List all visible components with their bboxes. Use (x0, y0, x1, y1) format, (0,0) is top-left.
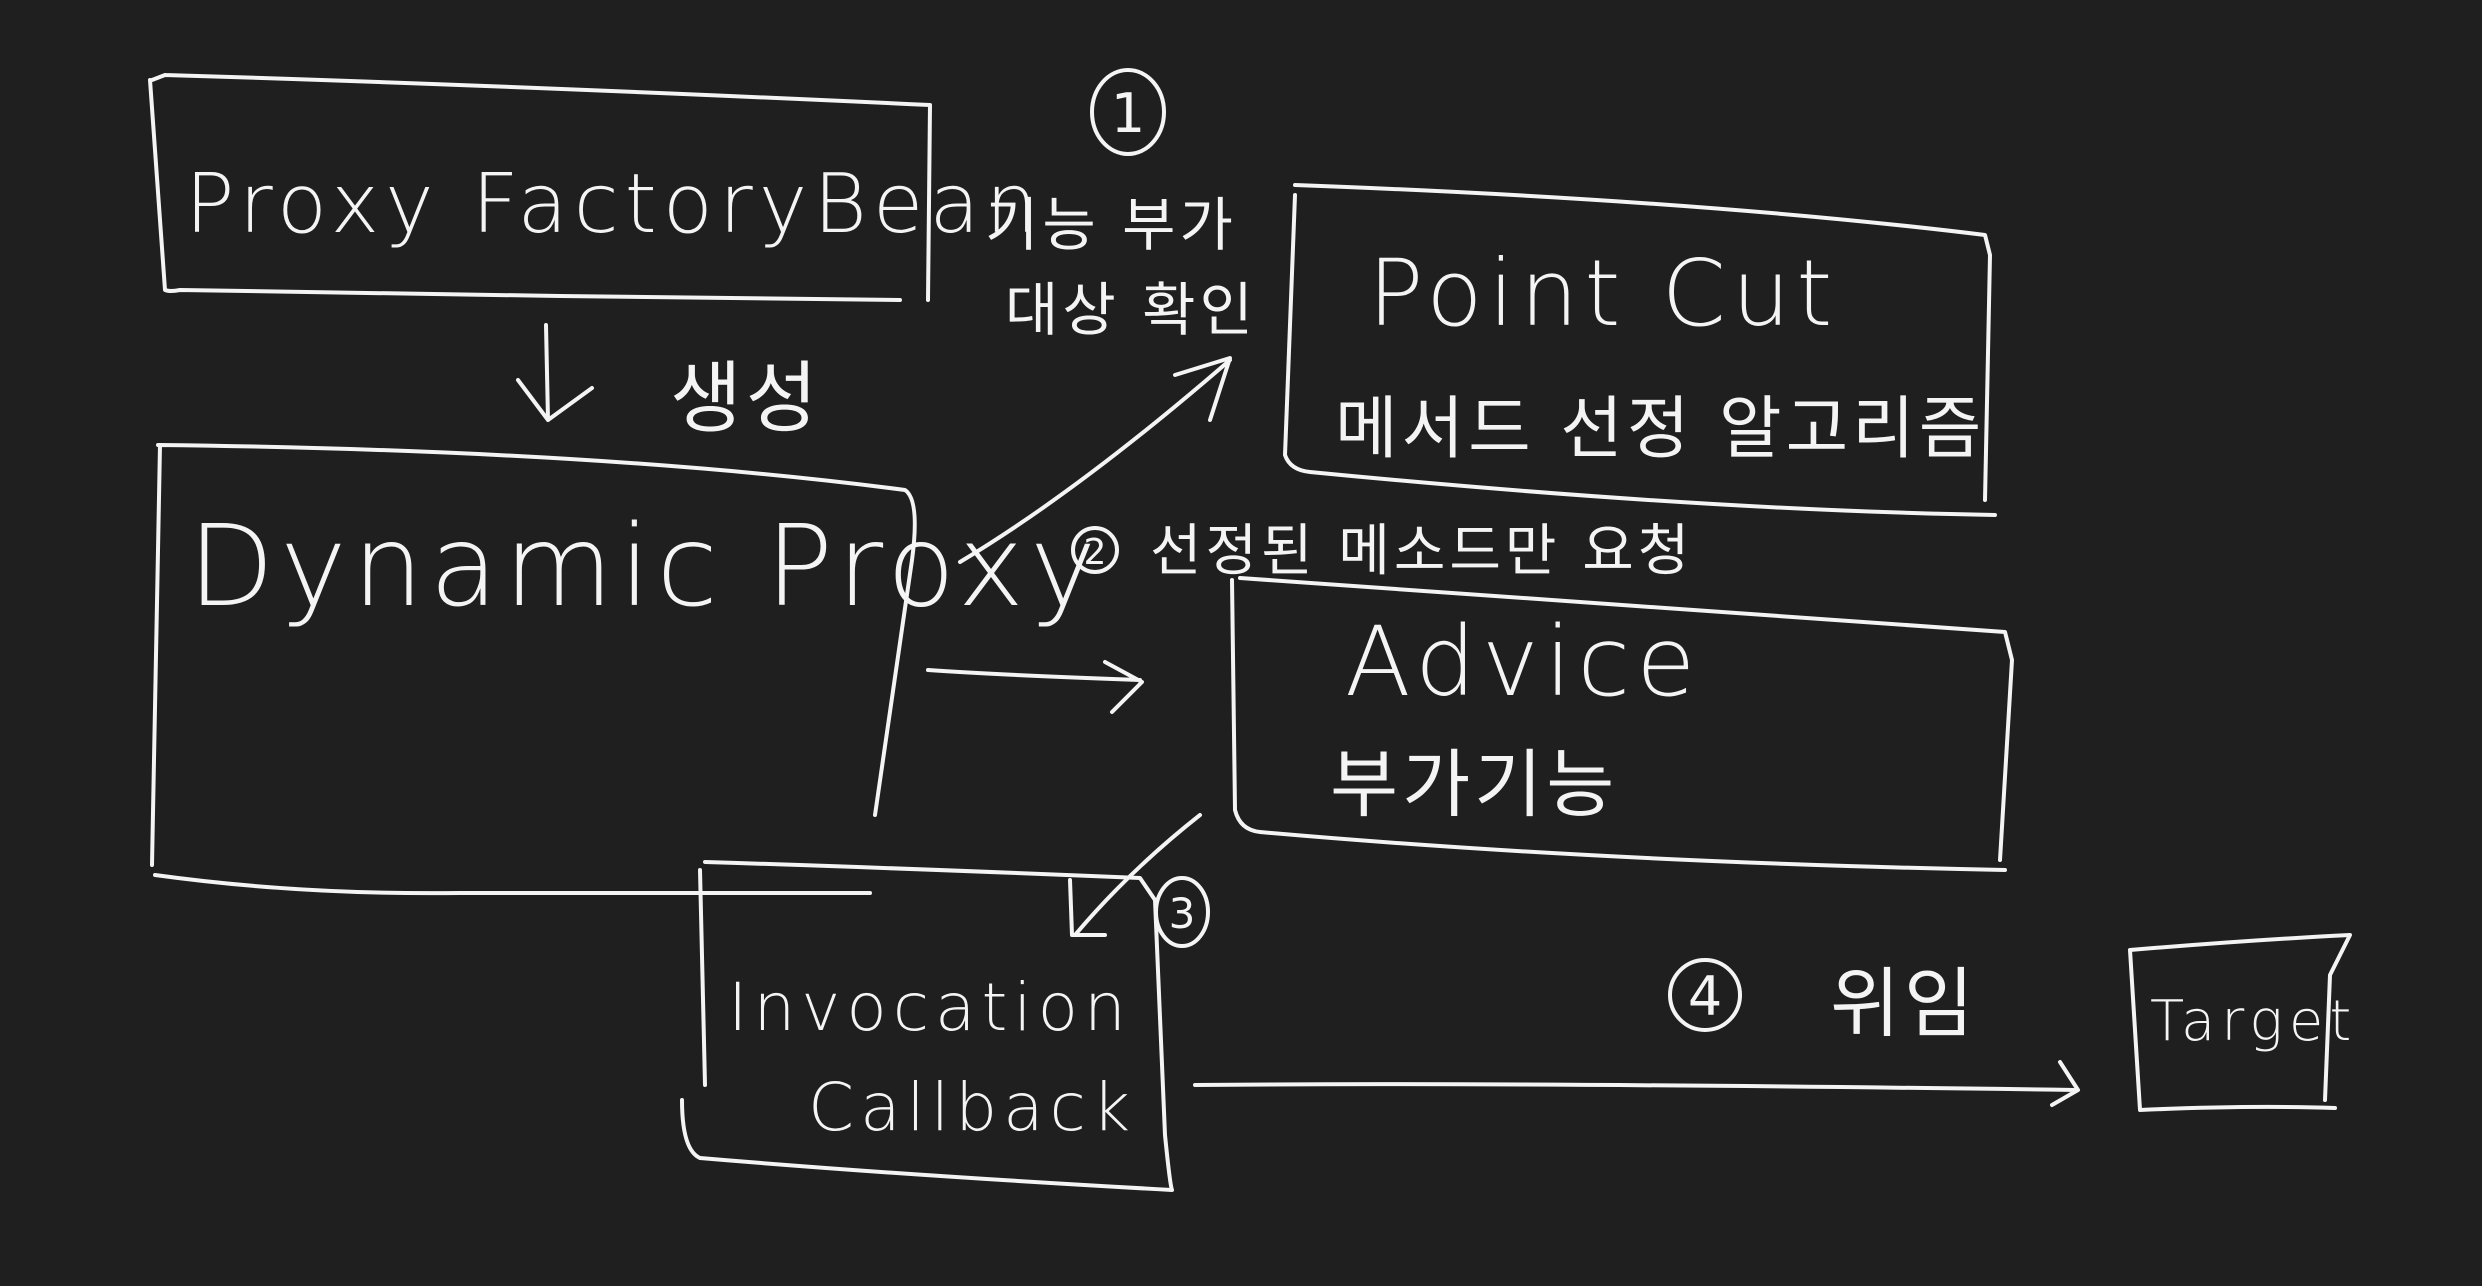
step4-number-circle (1668, 958, 1742, 1032)
step3-arrow (1068, 813, 1202, 937)
dynamic-proxy-node: Dynamic Proxy (150, 443, 1102, 896)
create-arrow (516, 323, 594, 422)
step2-number: 2 (1084, 532, 1107, 573)
invocation-callback-node: Invocation Callback (680, 860, 1174, 1192)
step4-label: 위임 (1830, 959, 1978, 1048)
create-edge: 생성 (516, 323, 822, 444)
step2-arrow (926, 660, 1144, 714)
point-cut-title: Point Cut (1368, 240, 1838, 347)
step4-edge: 4 위임 (1193, 958, 2080, 1107)
target-node: Target (2128, 933, 2357, 1112)
step1-label-line1: 기능 부가 (985, 191, 1237, 259)
target-box (2128, 933, 2352, 1112)
step2-number-circle (1071, 526, 1119, 574)
step1-arrow (958, 356, 1232, 564)
step3-edge: 3 (1068, 813, 1210, 948)
step1-label-line2: 대상 확인 (1005, 276, 1257, 344)
step1-edge: 1 기능 부가 대상 확인 (958, 68, 1257, 564)
target-label: Target (2150, 989, 2357, 1054)
invocation-callback-line2: Callback (808, 1069, 1136, 1146)
step1-number: 1 (1111, 82, 1145, 145)
proxy-factory-bean-node: Proxy FactoryBean (148, 73, 1044, 302)
advice-node: Advice 부가기능 (1230, 576, 2014, 872)
step3-number: 3 (1169, 889, 1196, 938)
point-cut-node: Point Cut 메서드 선정 알고리즘 (1283, 183, 1997, 517)
invocation-callback-box (680, 860, 1174, 1192)
step2-edge: 2 선정된 메소드만 요청 (926, 519, 1693, 714)
dynamic-proxy-box (150, 443, 917, 896)
dynamic-proxy-label: Dynamic Proxy (188, 502, 1102, 632)
point-cut-box (1283, 183, 1997, 517)
step2-label: 선정된 메소드만 요청 (1150, 519, 1693, 584)
advice-subtitle: 부가기능 (1330, 742, 1618, 828)
invocation-callback-line1: Invocation (728, 969, 1132, 1046)
proxy-factory-bean-label: Proxy FactoryBean (185, 157, 1044, 252)
step1-number-circle (1090, 68, 1166, 156)
advice-box (1230, 576, 2014, 872)
point-cut-subtitle: 메서드 선정 알고리즘 (1335, 390, 1985, 469)
create-label: 생성 (670, 354, 822, 444)
proxy-factory-bean-box (148, 73, 932, 302)
step4-number: 4 (1688, 965, 1722, 1028)
advice-title: Advice (1345, 606, 1701, 718)
step4-arrow (1193, 1060, 2080, 1107)
